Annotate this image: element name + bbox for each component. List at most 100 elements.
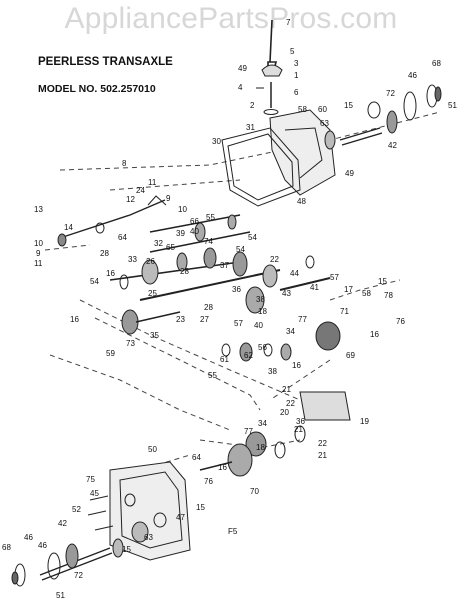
part-label: 44 [290, 269, 299, 278]
part-label: 77 [244, 427, 253, 436]
part-label: 76 [396, 317, 405, 326]
part-label: 21 [294, 425, 303, 434]
part-label: 56 [258, 343, 267, 352]
part-label: 63 [320, 119, 329, 128]
part-label: 46 [408, 71, 417, 80]
part-label: 65 [166, 243, 175, 252]
part-label: 58 [298, 105, 307, 114]
part-label: 9 [166, 194, 171, 203]
part-label: 45 [90, 489, 99, 498]
part-label: 34 [258, 419, 267, 428]
part-label: 34 [286, 327, 295, 336]
part-label: 28 [100, 249, 109, 258]
part-label: 28 [204, 303, 213, 312]
part-label: 21 [282, 385, 291, 394]
part-label: 36 [232, 285, 241, 294]
part-label: 68 [432, 59, 441, 68]
part-label: 17 [344, 285, 353, 294]
part-label: 23 [176, 315, 185, 324]
part-label: 38 [256, 295, 265, 304]
part-label: 21 [318, 451, 327, 460]
part-label: 28 [180, 267, 189, 276]
part-label: 32 [154, 239, 163, 248]
part-label: 75 [86, 475, 95, 484]
watermark: AppliancePartsPros.com [64, 2, 398, 35]
part-label: 16 [218, 463, 227, 472]
part-label: 22 [270, 255, 279, 264]
part-label: 6 [294, 88, 299, 97]
part-label: 40 [190, 227, 199, 236]
part-label: 27 [200, 315, 209, 324]
part-label: 77 [298, 315, 307, 324]
part-label: 66 [190, 217, 199, 226]
part-label: 71 [340, 307, 349, 316]
part-label: 16 [370, 330, 379, 339]
part-label: 9 [36, 249, 41, 258]
part-label: 35 [150, 331, 159, 340]
part-label: 63 [144, 533, 153, 542]
part-label: 11 [34, 259, 43, 268]
part-label: 68 [2, 543, 11, 552]
part-label: 38 [268, 367, 277, 376]
part-label: 5 [290, 47, 295, 56]
part-label: 50 [148, 445, 157, 454]
part-label: 72 [74, 571, 83, 580]
part-label: 57 [234, 319, 243, 328]
part-label: 20 [280, 408, 289, 417]
part-label: 61 [220, 355, 229, 364]
part-label: 51 [56, 591, 65, 600]
part-label: 7 [286, 18, 291, 27]
part-label: 31 [246, 123, 255, 132]
part-label: 76 [204, 477, 213, 486]
part-label: 1 [294, 71, 299, 80]
part-label: 15 [196, 503, 205, 512]
part-label: 40 [254, 321, 263, 330]
part-label: 16 [106, 269, 115, 278]
part-label: 54 [248, 233, 257, 242]
part-label: 46 [38, 541, 47, 550]
part-label: 47 [176, 513, 185, 522]
part-label: 57 [330, 273, 339, 282]
part-label: 26 [146, 257, 155, 266]
part-label: 54 [236, 245, 245, 254]
part-label: 78 [384, 291, 393, 300]
part-label: 18 [256, 443, 265, 452]
part-label: 74 [204, 237, 213, 246]
part-label: 33 [128, 255, 137, 264]
part-label: 42 [58, 519, 67, 528]
part-label: 15 [378, 277, 387, 286]
part-label: 49 [345, 169, 354, 178]
part-label: 52 [72, 505, 81, 514]
part-label: 70 [250, 487, 259, 496]
part-label: 14 [64, 223, 73, 232]
part-label: 54 [90, 277, 99, 286]
part-label: 4 [238, 83, 243, 92]
part-label: 60 [318, 105, 327, 114]
part-number-labels: 7 5 49 3 4 1 2 6 68 46 72 51 15 58 60 63… [2, 18, 457, 600]
part-label: 62 [244, 351, 253, 360]
part-label: 10 [34, 239, 43, 248]
part-label: 22 [286, 399, 295, 408]
part-label: 8 [122, 159, 127, 168]
part-label: 3 [294, 59, 299, 68]
part-label: 64 [192, 453, 201, 462]
part-label: 30 [212, 137, 221, 146]
part-label: 42 [388, 141, 397, 150]
part-label: 73 [126, 339, 135, 348]
part-label: 55 [206, 213, 215, 222]
part-label: 13 [34, 205, 43, 214]
part-label: 10 [178, 205, 187, 214]
part-label: 72 [386, 89, 395, 98]
part-label: 41 [310, 283, 319, 292]
part-label: 15 [122, 545, 131, 554]
part-label: 18 [258, 307, 267, 316]
part-label: 12 [126, 195, 135, 204]
part-label: 69 [346, 351, 355, 360]
diagram-title: PEERLESS TRANSAXLE [38, 56, 173, 68]
part-label: 59 [106, 349, 115, 358]
part-label: 25 [148, 289, 157, 298]
part-label: 43 [282, 289, 291, 298]
part-label: 51 [448, 101, 457, 110]
